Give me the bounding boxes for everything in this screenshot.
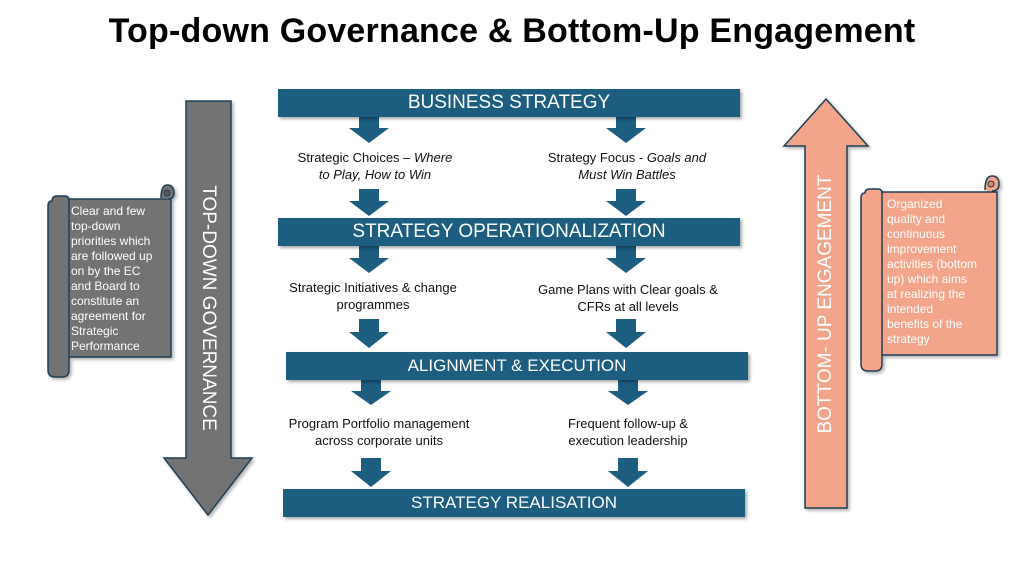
followup-label: Frequent follow-up &execution leadership <box>568 416 688 448</box>
alignment-execution-band: ALIGNMENT & EXECUTION <box>286 352 748 380</box>
connector-arrow <box>606 319 646 348</box>
connector-arrow <box>606 117 646 143</box>
connector-arrow <box>608 380 648 405</box>
strategy-operationalization-band: STRATEGY OPERATIONALIZATION <box>278 218 740 246</box>
connector-arrow <box>608 458 648 487</box>
top-down-arrow <box>162 100 254 517</box>
connector-arrow <box>349 319 389 348</box>
right-scroll-text: Organized quality and continuous improve… <box>887 197 978 346</box>
connector-arrow <box>349 189 389 216</box>
connector-arrow <box>349 246 389 273</box>
connector-arrow <box>351 380 391 405</box>
connector-arrow <box>606 246 646 273</box>
bottom-up-engagement-text: BOTTOM- UP ENGAGEMENT <box>815 174 836 434</box>
bottom-up-arrow <box>782 97 870 509</box>
left-scroll <box>47 184 175 378</box>
connector-arrow <box>349 117 389 143</box>
connector-arrow <box>351 458 391 487</box>
right-scroll <box>860 175 1000 372</box>
business-strategy-band: BUSINESS STRATEGY <box>278 89 740 117</box>
strategy-realisation-band: STRATEGY REALISATION <box>283 489 745 517</box>
top-down-governance-text: TOP-DOWN GOVERNANCE <box>198 185 219 431</box>
game-plans-label: Game Plans with Clear goals &CFRs at all… <box>538 282 718 314</box>
page-title: Top-down Governance & Bottom-Up Engageme… <box>108 12 916 50</box>
left-scroll-text: Clear and few top-down priorities which … <box>71 204 153 353</box>
connector-arrow <box>606 189 646 216</box>
